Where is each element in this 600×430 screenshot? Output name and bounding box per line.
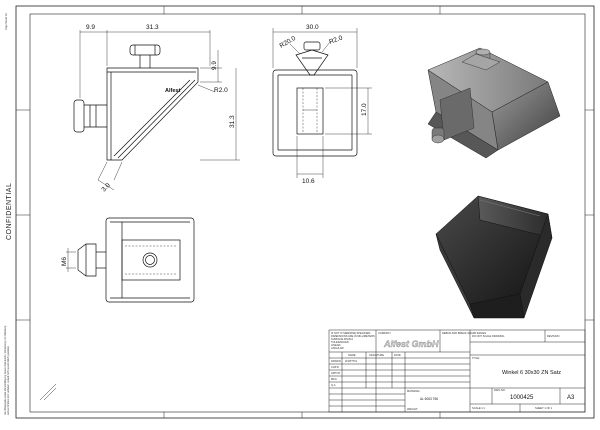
legal-note-1: Die Weitergabe sowie Vervielfältigung di… (4, 325, 7, 415)
role-qa: Q.A (331, 383, 336, 387)
do-not-scale-label: DO NOT SCALE DRAWING (472, 334, 504, 338)
front-view (73, 30, 240, 191)
side-dim-radius-left: R20.0 (279, 35, 298, 50)
title-block-lines (328, 329, 586, 413)
company-label: COMPANY (378, 331, 391, 335)
debur-label: DEBUR AND BREAK SHARP EDGES (442, 331, 486, 335)
company-logo: Alfest GmbH (383, 339, 439, 349)
front-dim-thickness: 3.0 (100, 182, 112, 194)
revision-label: REVISION (547, 334, 560, 338)
col-header-signature: SIGNATURE (369, 353, 384, 357)
dwg-label: DWG NO. (494, 388, 506, 392)
col-header-name: NAME (348, 353, 356, 357)
iso-view-top (427, 47, 561, 159)
drawing-title: Winkel 6 30x30 ZN Satz (502, 370, 561, 376)
side-dim-bottom: 10.6 (302, 178, 315, 185)
side-dim-width: 30.0 (306, 24, 319, 31)
front-dim-top-left: 9.9 (86, 24, 95, 31)
tol-note-3: TOLERANCES: (331, 340, 350, 344)
sheet-size: A3 (567, 395, 575, 401)
side-dim-radius-right: R2.0 (328, 34, 344, 45)
front-dim-right-small: 9.9 (211, 61, 218, 70)
material-label: MATERIAL: (407, 389, 421, 393)
tol-note-1: DIMENSIONS ARE IN MILLIMETERS (331, 334, 375, 338)
top-view (66, 217, 195, 303)
side-view (272, 28, 372, 178)
role-drawn: DRAWN (331, 359, 341, 363)
front-dim-height: 31.3 (229, 115, 236, 128)
tol-note-2: SURFACE FINISH: (331, 337, 353, 341)
sheet-label: SHEET 1 OF 1 (535, 406, 553, 410)
dwg-number: 1000425 (510, 395, 534, 401)
role-chkd: CHK'D (331, 365, 339, 369)
iso-view-bottom (435, 195, 553, 319)
tol-note-4: LINEAR: (331, 343, 341, 347)
page-ref: Page Border A4 (5, 12, 8, 30)
top-dim-thread: M6 (61, 257, 68, 266)
tol-note-5: ANGULAR: (331, 346, 345, 350)
role-mfg: MFG (331, 377, 337, 381)
role-drawn-name: W.WITTIG (345, 359, 357, 363)
front-dim-radius: R2.0 (214, 87, 228, 94)
col-header-date: DATE (394, 353, 401, 357)
title-label: TITLE: (472, 356, 480, 360)
weight-label: WEIGHT: (407, 407, 418, 411)
zone-ticks (16, 6, 594, 418)
role-appvd: APPV'D (331, 371, 340, 375)
side-dim-height: 17.0 (361, 103, 368, 116)
legal-note-2: seines Inhaltes sind verboten, soweit ni… (7, 345, 10, 415)
outer-border (15, 5, 595, 419)
scale-label: SCALE:1:1 (472, 406, 485, 410)
confidential-label: CONFIDENTIAL (6, 183, 13, 240)
tol-note-0: IF NOT OTHERWISE SPECIFIED: (331, 331, 371, 335)
inner-border (29, 13, 586, 413)
front-embossed-label: Alfest (165, 88, 180, 94)
material-value: AL 6063 T66 (420, 397, 438, 401)
front-dim-top-width: 31.3 (146, 24, 159, 31)
stamp-mark (39, 383, 57, 401)
